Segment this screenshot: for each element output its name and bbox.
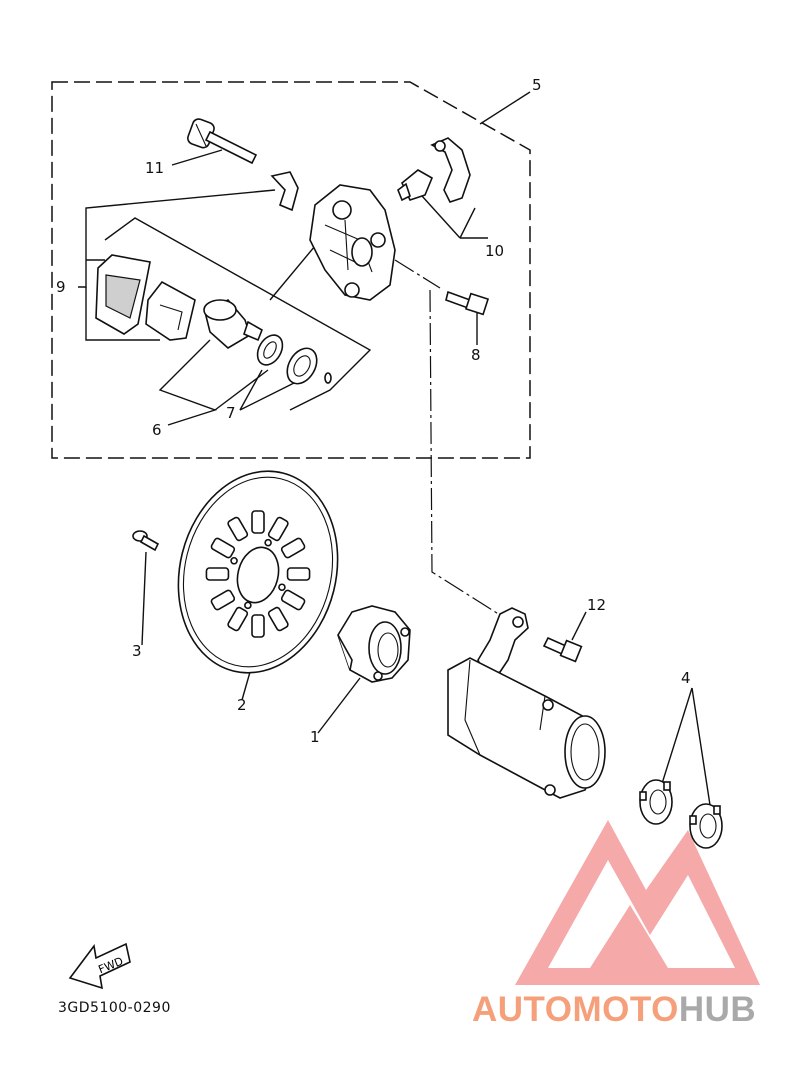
caliper-mount-bracket bbox=[477, 607, 583, 677]
disc-slot bbox=[280, 589, 306, 611]
center-line bbox=[429, 289, 501, 616]
disc-slot bbox=[210, 537, 236, 559]
leader-lines bbox=[78, 91, 711, 806]
disc-bolt-hole bbox=[244, 601, 252, 610]
forward-arrow: FWD bbox=[68, 942, 131, 990]
disc-bolt-hole bbox=[264, 538, 272, 547]
diagram-code: 3GD5100-0290 bbox=[58, 1000, 171, 1016]
callout-1: 1 bbox=[310, 728, 320, 746]
disc-slot bbox=[267, 516, 289, 542]
assembly-box-5 bbox=[51, 81, 531, 459]
callout-12: 12 bbox=[587, 596, 606, 614]
callout-11: 11 bbox=[145, 159, 164, 177]
disc-screw bbox=[132, 530, 160, 552]
watermark-text-hub: HUB bbox=[678, 990, 757, 1029]
disc-slot bbox=[267, 606, 289, 632]
callout-10: 10 bbox=[485, 242, 504, 260]
caliper-body bbox=[309, 184, 396, 301]
disc-slot bbox=[210, 589, 236, 611]
watermark-text-automoto: AUTOMOTO bbox=[472, 990, 679, 1029]
brake-disc bbox=[177, 470, 339, 674]
callout-8: 8 bbox=[471, 346, 481, 364]
pin-bolt bbox=[187, 118, 258, 165]
hub-flange bbox=[337, 605, 411, 683]
callout-3: 3 bbox=[132, 642, 142, 660]
disc-slot bbox=[286, 567, 311, 581]
watermark-text: AUTOMOTOHUB bbox=[472, 990, 756, 1030]
brake-pads bbox=[95, 254, 196, 341]
disc-slot bbox=[227, 516, 249, 542]
lock-nuts bbox=[639, 779, 723, 849]
callout-5: 5 bbox=[532, 76, 542, 94]
piston-seals bbox=[256, 334, 332, 385]
axle-sleeve bbox=[447, 657, 606, 799]
piston bbox=[203, 298, 264, 349]
callout-6: 6 bbox=[152, 421, 162, 439]
disc-bolt-hole bbox=[278, 583, 286, 592]
disc-slot bbox=[205, 567, 230, 581]
callout-7: 7 bbox=[226, 404, 236, 422]
disc-bolt-hole bbox=[230, 556, 238, 565]
caliper-bracket-and-bleeder bbox=[397, 137, 471, 203]
disc-slot bbox=[251, 614, 265, 638]
callout-9: 9 bbox=[56, 278, 66, 296]
watermark-logo bbox=[515, 820, 760, 985]
pad-spring-clip bbox=[270, 171, 299, 212]
caliper-bolt bbox=[445, 290, 490, 316]
disc-slot bbox=[227, 606, 249, 632]
callout-2: 2 bbox=[237, 696, 247, 714]
callout-4: 4 bbox=[681, 669, 691, 687]
disc-slot bbox=[251, 510, 265, 534]
disc-slot bbox=[280, 537, 306, 559]
